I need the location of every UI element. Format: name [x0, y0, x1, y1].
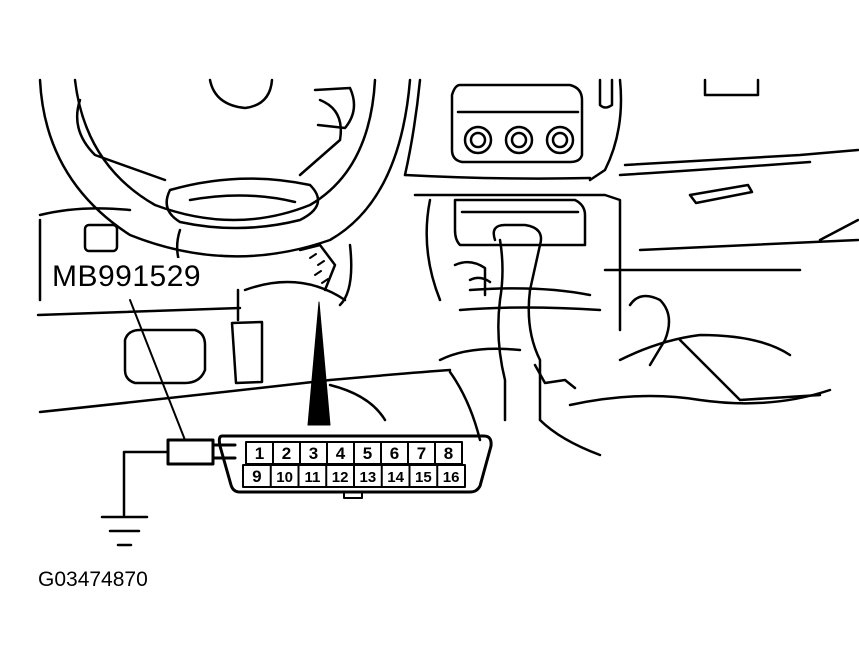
connector-pin-7: 7 — [417, 444, 426, 463]
connector-pin-3: 3 — [309, 444, 318, 463]
connector-pin-10: 10 — [276, 469, 293, 486]
gear-shift-lever — [492, 223, 577, 422]
connector-pin-1: 1 — [255, 444, 264, 463]
connector-location-arrow — [307, 301, 331, 426]
connector-pin-13: 13 — [360, 469, 377, 486]
ground-lead — [122, 450, 170, 517]
connector-pin-11: 11 — [304, 469, 320, 486]
connector-pin-14: 14 — [387, 469, 404, 486]
connector-pin-16: 16 — [443, 469, 460, 486]
parking-brake-lever — [568, 294, 832, 407]
connector-pin-5: 5 — [363, 444, 372, 463]
connector-pin-8: 8 — [444, 444, 453, 463]
left-dash-panel — [36, 207, 264, 385]
tool-part-number-label: MB991529 — [50, 258, 204, 296]
center-console — [403, 78, 623, 362]
connector-pin-9: 9 — [252, 467, 261, 486]
connector-pin-15: 15 — [415, 469, 432, 486]
tool-adapter — [166, 438, 215, 466]
tool-leader-line — [129, 299, 186, 441]
right-dash-glovebox — [603, 78, 859, 272]
steering-wheel — [38, 78, 412, 258]
connector-pin-12: 12 — [332, 469, 349, 486]
figure-id-label: G03474870 — [38, 568, 148, 591]
floor-outline — [38, 368, 602, 457]
connector-pin-4: 4 — [336, 444, 346, 463]
connector-pin-2: 2 — [282, 444, 291, 463]
connector-pin-6: 6 — [390, 444, 399, 463]
ground-icon — [100, 515, 149, 547]
